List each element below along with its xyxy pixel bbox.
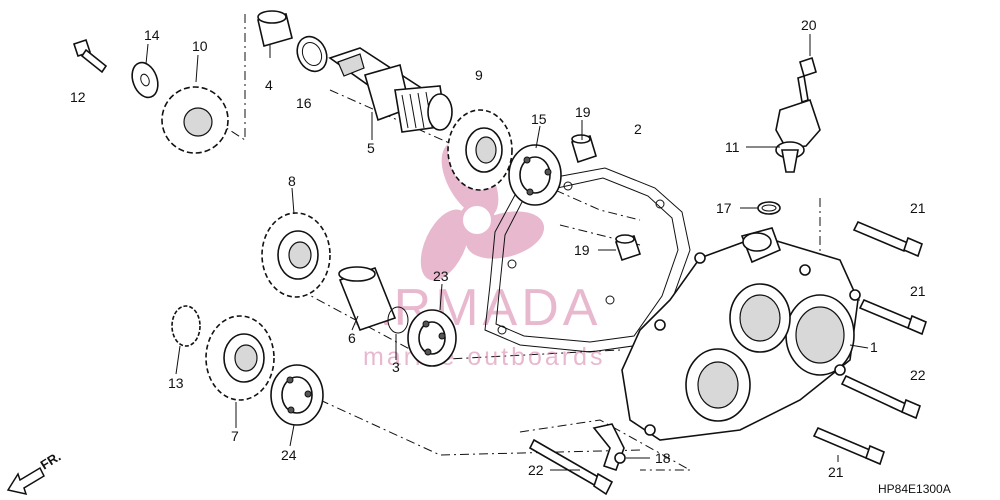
front-marker-label: FR. xyxy=(38,449,64,473)
callout-14: 14 xyxy=(144,27,160,43)
flange-bolts xyxy=(528,220,927,496)
callout-7: 7 xyxy=(231,428,239,444)
front-arrow-icon xyxy=(6,466,45,496)
callout-15: 15 xyxy=(531,111,547,127)
callout-8: 8 xyxy=(288,173,296,189)
upper-gear xyxy=(447,109,562,206)
callout-20: 20 xyxy=(801,17,817,33)
callout-3: 3 xyxy=(392,359,400,375)
callout-19a: 19 xyxy=(575,104,591,120)
callout-21a: 21 xyxy=(910,200,926,216)
callout-22a: 22 xyxy=(910,367,926,383)
callout-2: 2 xyxy=(634,121,642,137)
callout-10: 10 xyxy=(192,38,208,54)
callout-23: 23 xyxy=(433,268,449,284)
callout-22b: 22 xyxy=(528,462,544,478)
leader-lines xyxy=(145,34,869,471)
middle-gear-set xyxy=(261,212,457,367)
sprocket-assembly xyxy=(72,38,229,154)
clamp xyxy=(592,423,626,472)
callout-11: 11 xyxy=(725,139,740,155)
callout-13: 13 xyxy=(168,375,184,391)
callout-24: 24 xyxy=(281,447,297,463)
watermark-brand: ARMADA xyxy=(355,279,601,337)
watermark: ARMADA marine outboards xyxy=(355,142,606,371)
upper-bearing-set xyxy=(257,10,328,73)
watermark-tagline: marine outboards xyxy=(363,343,606,371)
callout-19b: 19 xyxy=(574,242,590,258)
callout-21c: 21 xyxy=(828,464,844,480)
lower-gear-set xyxy=(171,305,324,426)
gasket xyxy=(484,167,691,353)
callout-6: 6 xyxy=(348,330,356,346)
callout-21b: 21 xyxy=(910,283,926,299)
callout-5: 5 xyxy=(367,140,375,156)
front-direction-marker: FR. xyxy=(6,449,64,496)
diagram-code: HP84E1300A xyxy=(878,482,951,496)
dowel-pins xyxy=(571,134,642,262)
callout-labels: 1 2 3 4 5 6 7 8 9 10 11 12 13 14 15 16 1… xyxy=(70,17,926,480)
callout-4: 4 xyxy=(265,77,273,93)
drive-shaft xyxy=(328,47,453,133)
callout-1: 1 xyxy=(870,339,878,355)
callout-9: 9 xyxy=(475,67,483,83)
callout-17: 17 xyxy=(716,200,732,216)
side-cover xyxy=(621,227,861,441)
callout-18: 18 xyxy=(655,450,671,466)
callout-12: 12 xyxy=(70,89,86,105)
speed-sensor xyxy=(757,56,821,215)
callout-16: 16 xyxy=(296,95,312,111)
